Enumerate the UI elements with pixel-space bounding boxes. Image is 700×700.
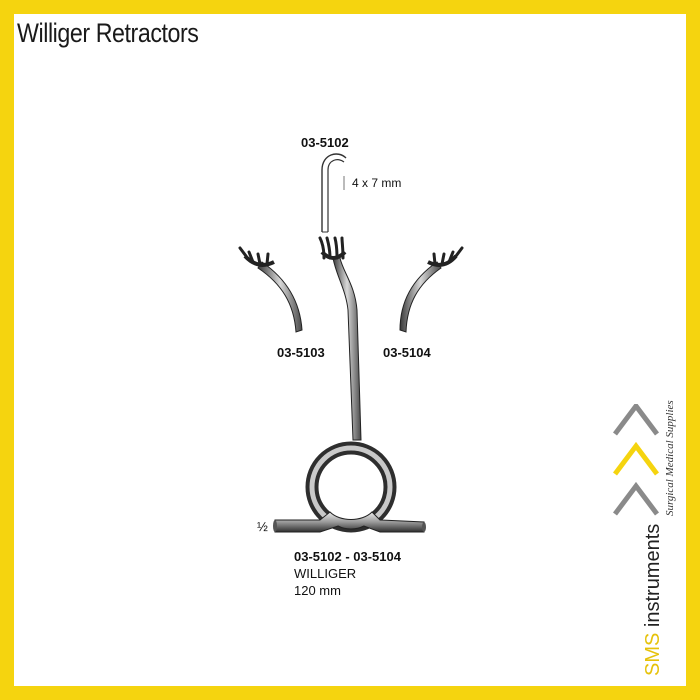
page-title: Williger Retractors [17, 18, 199, 48]
product-name-label: WILLIGER [294, 566, 357, 581]
hook-detail [321, 153, 347, 233]
main-retractor [273, 236, 426, 533]
brand-wordmark: SMS instruments [642, 524, 665, 676]
right-variant-tip [399, 246, 464, 333]
half-scale-label: ½ [257, 519, 268, 534]
code-03-5103-label: 03-5103 [277, 345, 325, 360]
brand-tagline: Surgical Medical Supplies [664, 400, 676, 516]
left-variant-tip [238, 246, 303, 333]
chevron-logo-icon [613, 404, 659, 516]
brand-instruments: instruments [642, 523, 664, 628]
code-03-5102-label: 03-5102 [301, 135, 349, 150]
brand-logo: Surgical Medical Supplies SMS instrument… [612, 400, 692, 684]
dimension-label: 4 x 7 mm [352, 176, 402, 190]
code-03-5104-label: 03-5104 [383, 345, 431, 360]
code-range-label: 03-5102 - 03-5104 [294, 549, 401, 564]
length-label: 120 mm [294, 583, 341, 598]
brand-sms: SMS [642, 632, 664, 676]
